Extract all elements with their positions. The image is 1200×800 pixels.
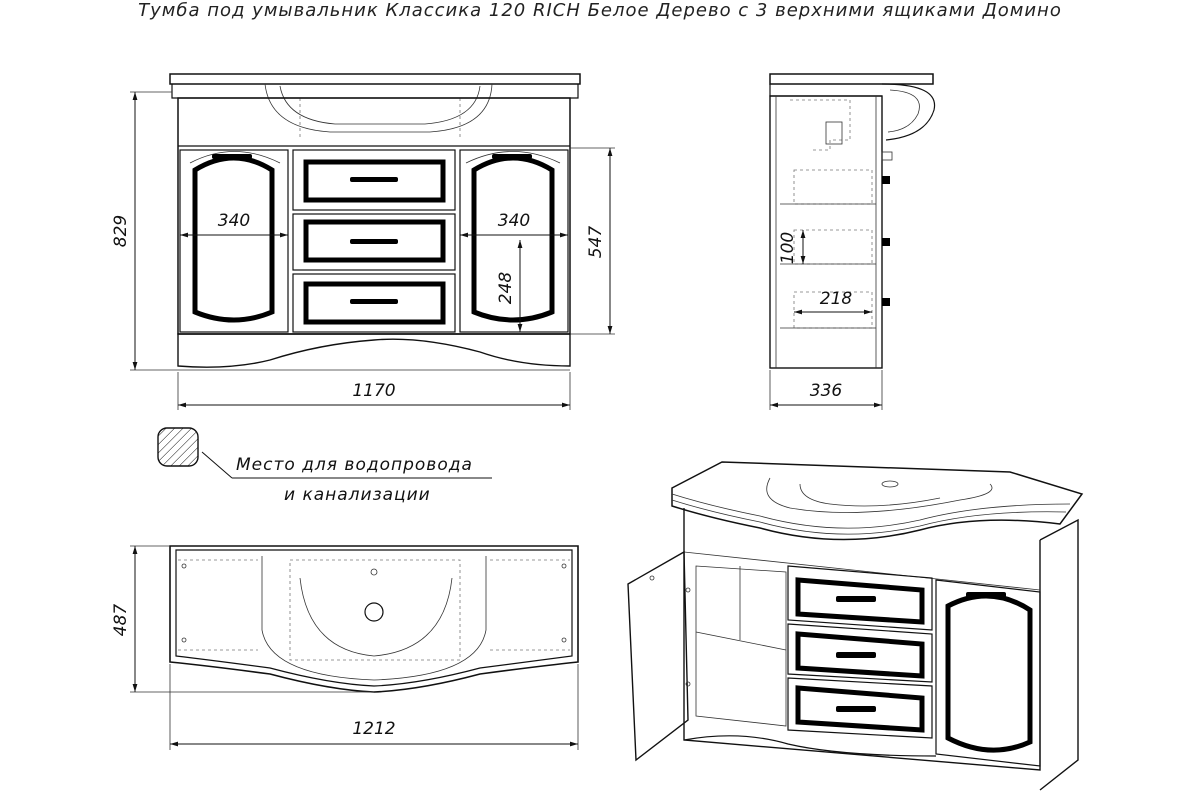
- legend-line-2: и канализации: [284, 485, 431, 505]
- isometric-view: [627, 461, 1084, 791]
- drawing-title: Тумба под умывальник Классика 120 RICH Б…: [138, 0, 1062, 21]
- side-view: 100 218 336: [769, 73, 936, 410]
- legend: Место для водопровода и канализации: [157, 427, 492, 505]
- dimension-487: 487: [111, 604, 131, 637]
- dimension-door-340-left: 340: [218, 211, 250, 231]
- top-view: 487 1212: [111, 545, 579, 750]
- dimension-1212: 1212: [352, 719, 395, 739]
- dimension-100: 100: [778, 232, 798, 264]
- drawer-handle-icon: [350, 177, 398, 182]
- dimension-door-340-right: 340: [498, 211, 530, 231]
- dimension-336: 336: [810, 381, 843, 401]
- front-view: 829 340 340 248 547 1170: [111, 73, 615, 410]
- dimension-547: 547: [586, 226, 606, 259]
- dimension-1170: 1170: [352, 381, 395, 401]
- hatched-square-icon: [157, 427, 199, 467]
- dimension-height-829: 829: [111, 215, 131, 247]
- dimension-218: 218: [820, 289, 853, 309]
- dimension-248: 248: [496, 272, 516, 305]
- legend-line-1: Место для водопровода: [236, 455, 473, 475]
